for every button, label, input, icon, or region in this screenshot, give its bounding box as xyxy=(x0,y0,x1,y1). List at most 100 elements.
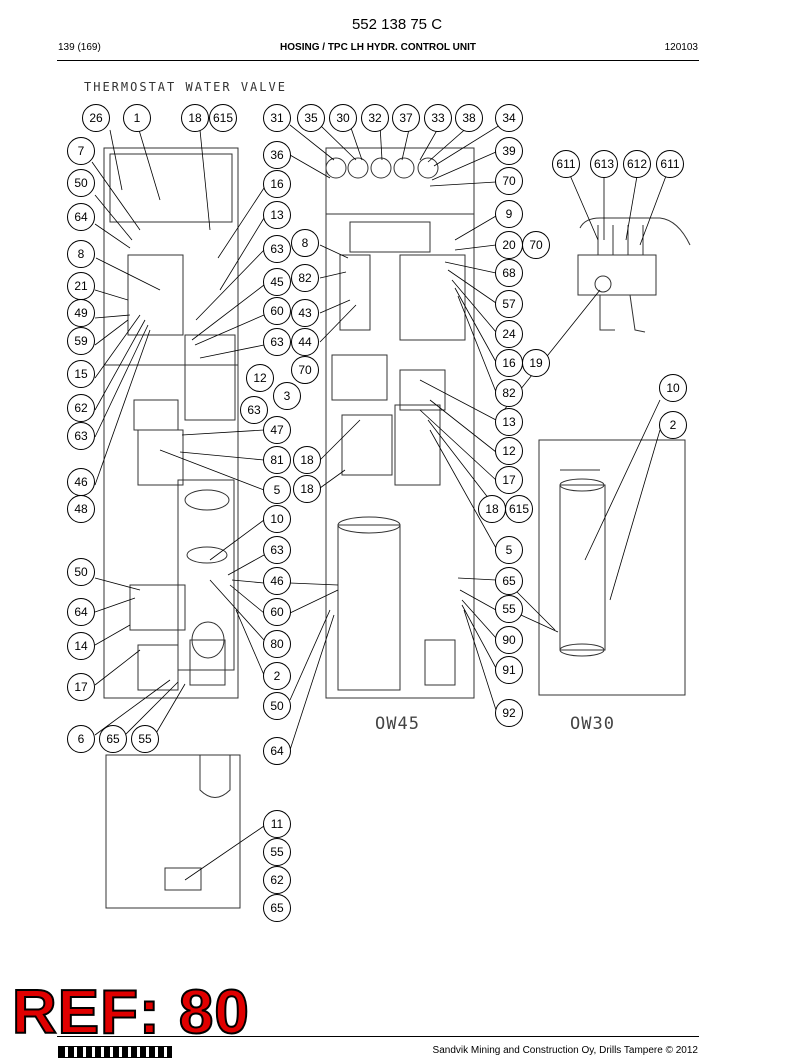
callout-38: 38 xyxy=(455,104,483,132)
callout-18b: 18 xyxy=(293,446,321,474)
callout-12a: 12 xyxy=(246,364,274,392)
callout-63a: 63 xyxy=(263,235,291,263)
callout-26: 26 xyxy=(82,104,110,132)
callout-12b: 12 xyxy=(495,437,523,465)
callout-62a: 62 xyxy=(67,394,95,422)
callout-63e: 63 xyxy=(263,536,291,564)
callout-70c: 70 xyxy=(291,356,319,384)
drawing-title: THERMOSTAT WATER VALVE xyxy=(84,80,287,94)
callout-91: 91 xyxy=(495,656,523,684)
callout-21: 21 xyxy=(67,272,95,300)
callout-50c: 50 xyxy=(263,692,291,720)
callout-63b: 63 xyxy=(263,328,291,356)
callout-45: 45 xyxy=(263,268,291,296)
callout-64b: 64 xyxy=(67,598,95,626)
callout-82b: 82 xyxy=(495,379,523,407)
callout-82a: 82 xyxy=(291,264,319,292)
callout-47: 47 xyxy=(263,416,291,444)
view-label-ow45: OW45 xyxy=(375,714,420,734)
callout-612: 612 xyxy=(623,150,651,178)
callout-80: 80 xyxy=(263,630,291,658)
callout-8b: 8 xyxy=(291,229,319,257)
page-title: HOSING / TPC LH HYDR. CONTROL UNIT xyxy=(280,42,476,53)
callout-49: 49 xyxy=(67,299,95,327)
callout-9: 9 xyxy=(495,200,523,228)
callout-50a: 50 xyxy=(67,169,95,197)
callout-613: 613 xyxy=(590,150,618,178)
footer-copyright: Sandvik Mining and Construction Oy, Dril… xyxy=(432,1045,698,1056)
callout-81: 81 xyxy=(263,446,291,474)
view-label-ow30: OW30 xyxy=(570,714,615,734)
callout-30: 30 xyxy=(329,104,357,132)
callout-63d: 63 xyxy=(67,422,95,450)
callout-20: 20 xyxy=(495,231,523,259)
footer-rule xyxy=(57,1036,699,1037)
callout-16b: 16 xyxy=(495,349,523,377)
callout-31: 31 xyxy=(263,104,291,132)
callout-2a: 2 xyxy=(659,411,687,439)
callout-34: 34 xyxy=(495,104,523,132)
callout-33: 33 xyxy=(424,104,452,132)
callout-64a: 64 xyxy=(67,203,95,231)
callout-15: 15 xyxy=(67,360,95,388)
header-rule xyxy=(57,60,699,61)
callout-18d: 18 xyxy=(478,495,506,523)
callout-8a: 8 xyxy=(67,240,95,268)
callout-5a: 5 xyxy=(263,476,291,504)
callout-611a: 611 xyxy=(552,150,580,178)
callout-55a: 55 xyxy=(495,595,523,623)
callout-13a: 13 xyxy=(263,201,291,229)
callout-18c: 18 xyxy=(293,475,321,503)
callout-5b: 5 xyxy=(495,536,523,564)
callout-1: 1 xyxy=(123,104,151,132)
callout-615b: 615 xyxy=(505,495,533,523)
callout-17a: 17 xyxy=(495,466,523,494)
callout-60b: 60 xyxy=(263,598,291,626)
callout-611b: 611 xyxy=(656,150,684,178)
page-number: 139 (169) xyxy=(58,42,101,53)
callout-10a: 10 xyxy=(659,374,687,402)
callout-35: 35 xyxy=(297,104,325,132)
callout-6: 6 xyxy=(67,725,95,753)
callout-46b: 46 xyxy=(263,567,291,595)
callout-57: 57 xyxy=(495,290,523,318)
callout-18: 18 xyxy=(181,104,209,132)
callout-14: 14 xyxy=(67,632,95,660)
callout-64c: 64 xyxy=(263,737,291,765)
callout-615: 615 xyxy=(209,104,237,132)
callout-55c: 55 xyxy=(263,838,291,866)
callout-65c: 65 xyxy=(263,894,291,922)
callout-60a: 60 xyxy=(263,297,291,325)
callout-68: 68 xyxy=(495,259,523,287)
callout-3: 3 xyxy=(273,382,301,410)
callout-11: 11 xyxy=(263,810,291,838)
doc-number: 552 138 75 C xyxy=(351,16,443,33)
callout-59: 59 xyxy=(67,327,95,355)
callout-55b: 55 xyxy=(131,725,159,753)
callout-50b: 50 xyxy=(67,558,95,586)
callout-43: 43 xyxy=(291,299,319,327)
callout-32: 32 xyxy=(361,104,389,132)
callout-48: 48 xyxy=(67,495,95,523)
callout-62b: 62 xyxy=(263,866,291,894)
brand-logo xyxy=(58,1046,172,1058)
callout-63c: 63 xyxy=(240,396,268,424)
doc-code: 120103 xyxy=(664,42,698,53)
callout-92: 92 xyxy=(495,699,523,727)
ref-stamp: REF: 80 xyxy=(11,978,250,1047)
callout-24: 24 xyxy=(495,320,523,348)
callout-90: 90 xyxy=(495,626,523,654)
callout-37: 37 xyxy=(392,104,420,132)
callout-70b: 70 xyxy=(522,231,550,259)
callout-10b: 10 xyxy=(263,505,291,533)
callout-2b: 2 xyxy=(263,662,291,690)
callout-16a: 16 xyxy=(263,170,291,198)
callout-70a: 70 xyxy=(495,167,523,195)
callout-46a: 46 xyxy=(67,468,95,496)
callout-36: 36 xyxy=(263,141,291,169)
callout-17b: 17 xyxy=(67,673,95,701)
callout-44: 44 xyxy=(291,328,319,356)
callout-39: 39 xyxy=(495,137,523,165)
callout-7: 7 xyxy=(67,137,95,165)
